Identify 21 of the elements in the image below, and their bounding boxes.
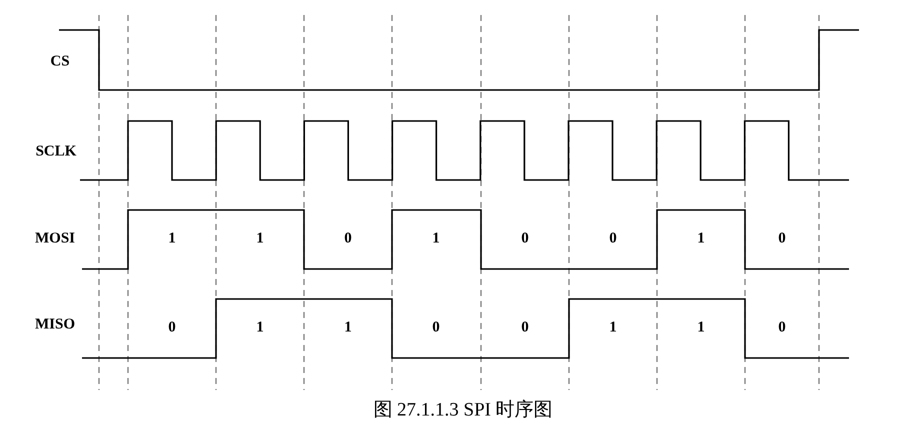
bit-value: 1 <box>256 232 264 246</box>
signal-name: CS <box>50 54 70 70</box>
bit-value: 0 <box>432 320 440 336</box>
bit-value: 1 <box>256 320 264 336</box>
signal-name: MOSI <box>35 232 75 246</box>
bit-value: 0 <box>609 232 617 246</box>
signal-name: SCLK <box>36 144 76 160</box>
bit-value: 1 <box>168 232 176 246</box>
figure-caption: 图 27.1.1.3 SPI 时序图 <box>373 400 553 420</box>
bit-value: 1 <box>432 232 440 246</box>
bit-value: 0 <box>168 320 176 336</box>
bit-value: 1 <box>609 320 617 336</box>
bit-value: 1 <box>697 320 705 336</box>
bit-value: 1 <box>697 232 705 246</box>
bit-value: 0 <box>778 232 786 246</box>
signal-name: MISO <box>35 318 75 332</box>
bit-value: 0 <box>344 232 352 246</box>
bit-value: 0 <box>521 320 529 336</box>
bit-value: 1 <box>344 320 352 336</box>
bit-value: 0 <box>778 320 786 336</box>
bit-value: 0 <box>521 232 529 246</box>
